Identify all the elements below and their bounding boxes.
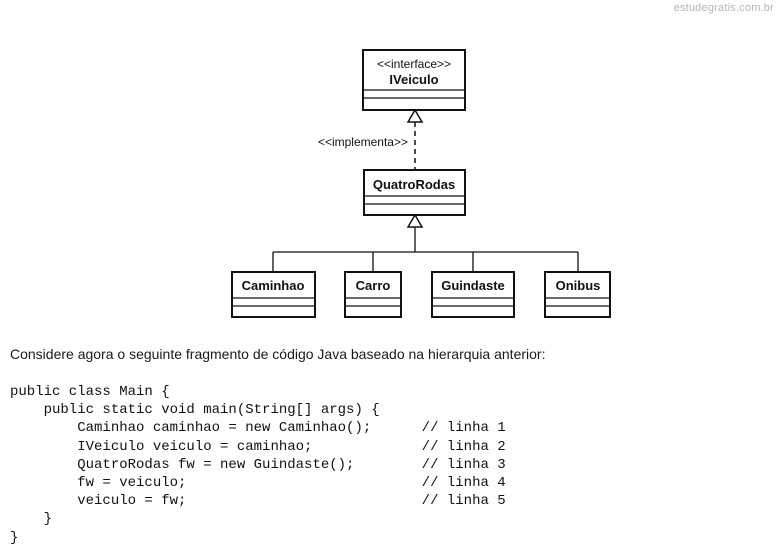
quatrorodas-class-box: QuatroRodas [363, 169, 466, 216]
realization-arrowhead [406, 108, 424, 123]
code-line: public class Main { [10, 384, 170, 400]
code-line: } [10, 511, 53, 528]
code-line: IVeiculo veiculo = caminhao; // linha 2 [10, 438, 506, 455]
carro-class-box: Carro [344, 271, 402, 318]
quatrorodas-name: QuatroRodas [373, 177, 455, 192]
inheritance-arrowhead [406, 213, 424, 228]
code-line: QuatroRodas fw = new Guindaste(); // lin… [10, 456, 506, 473]
realization-label: <<implementa>> [318, 135, 408, 149]
onibus-class-box: Onibus [544, 271, 611, 318]
carro-name: Carro [356, 278, 391, 293]
caminhao-class-box: Caminhao [231, 271, 316, 318]
interface-name: IVeiculo [389, 72, 438, 87]
guindaste-class-box: Guindaste [431, 271, 515, 318]
interface-ivehiculo-box: <<interface>> IVeiculo [362, 49, 466, 111]
interface-stereotype: <<interface>> [377, 57, 451, 71]
code-line: public static void main(String[] args) { [10, 402, 380, 419]
intro-text: Considere agora o seguinte fragmento de … [10, 346, 546, 362]
code-line: veiculo = fw; // linha 5 [10, 493, 506, 510]
uml-class-diagram: <<interface>> IVeiculo <<implementa>> Qu… [231, 49, 611, 318]
code-line: fw = veiculo; // linha 4 [10, 475, 506, 492]
onibus-name: Onibus [556, 278, 601, 293]
code-line: } [10, 529, 19, 546]
code-line: Caminhao caminhao = new Caminhao(); // l… [10, 420, 506, 437]
java-code-block: public class Main { public static void m… [10, 383, 506, 547]
caminhao-name: Caminhao [242, 278, 305, 293]
watermark: estudegratis.com.br [673, 2, 774, 14]
guindaste-name: Guindaste [441, 278, 505, 293]
